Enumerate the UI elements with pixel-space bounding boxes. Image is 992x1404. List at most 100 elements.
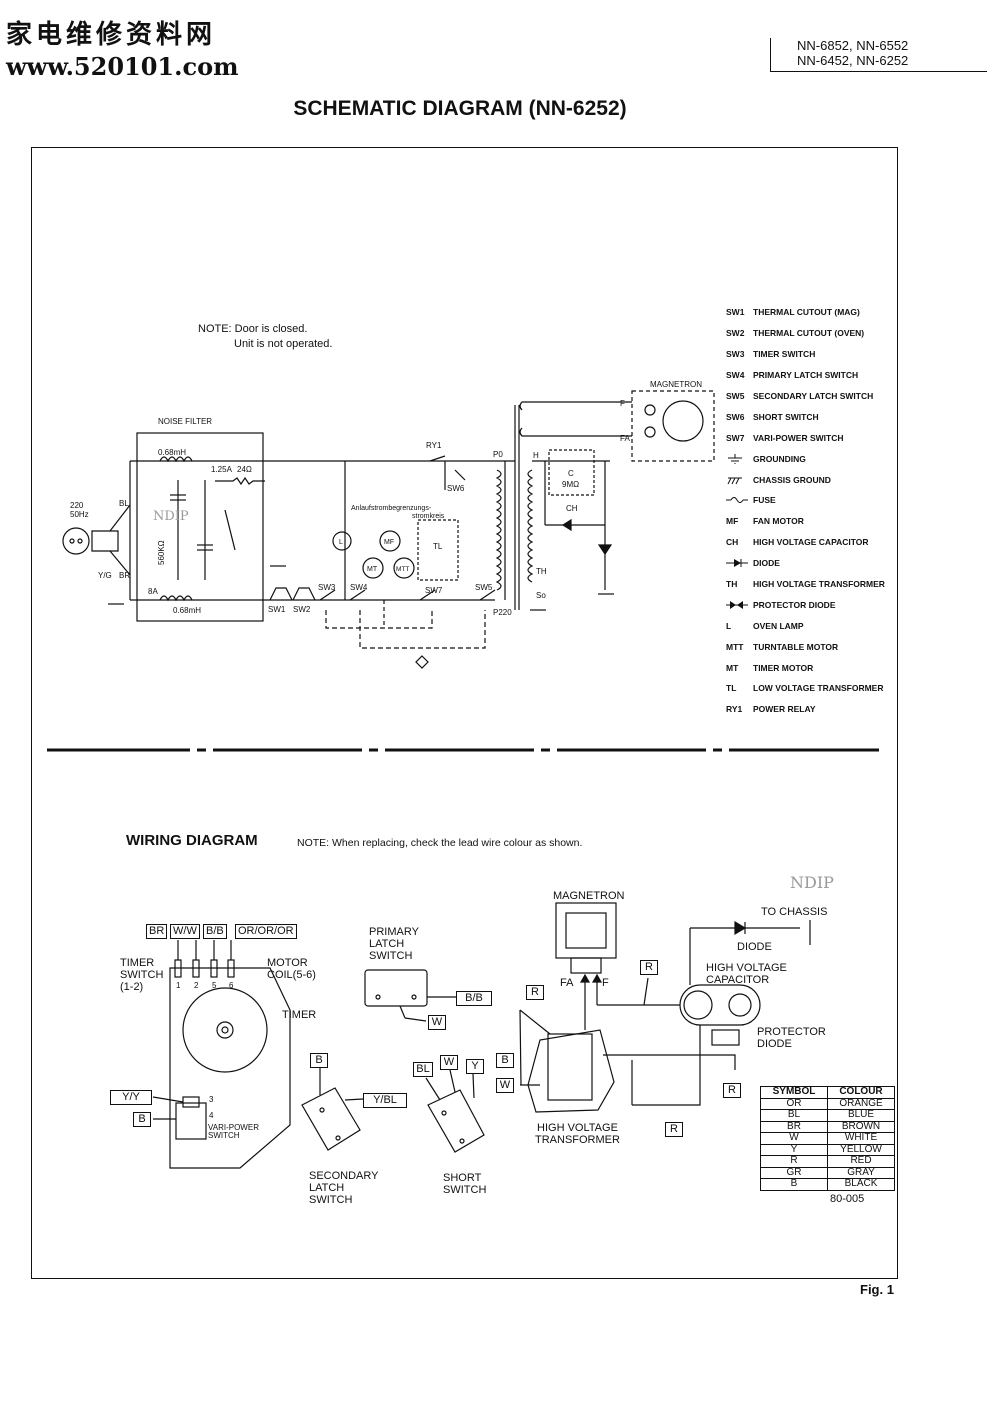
wire-box-y-short: Y xyxy=(466,1059,484,1074)
magnetron-unit xyxy=(555,902,617,959)
legend-text: TIMER SWITCH xyxy=(753,349,816,360)
lbl-ch: CH xyxy=(566,504,578,513)
low-voltage-transformer-box xyxy=(417,519,459,581)
colour-name-cell: BLUE xyxy=(827,1109,895,1122)
wire-box-ww: W/W xyxy=(170,924,200,939)
legend-code: TH xyxy=(726,579,738,590)
legend-text: LOW VOLTAGE TRANSFORMER xyxy=(753,683,884,694)
lbl-bl: BL xyxy=(119,499,129,508)
pin-3: 3 xyxy=(209,1095,214,1104)
legend-row: FUSE xyxy=(726,490,885,511)
protector-diode-line-1: PROTECTOR xyxy=(757,1026,826,1038)
wire-box-w-short: W xyxy=(440,1055,458,1070)
legend-row: PROTECTOR DIODE xyxy=(726,594,885,615)
legend-text: SECONDARY LATCH SWITCH xyxy=(753,391,874,401)
colour-header-symbol: SYMBOL xyxy=(760,1086,828,1099)
colour-symbol-cell: GR xyxy=(760,1166,828,1179)
timer-switch-label: TIMER SWITCH (1-2) xyxy=(120,957,163,993)
hv-capacitor-box xyxy=(548,449,595,496)
primary-latch-label: PRIMARY LATCH SWITCH xyxy=(369,926,419,962)
wire-box-b-transformer: B xyxy=(496,1053,514,1068)
secondary-latch-line-1: SECONDARY xyxy=(309,1170,379,1182)
lbl-bleeder: 560KΩ xyxy=(157,540,166,565)
legend-code: SW4 xyxy=(726,370,745,381)
legend-text: GROUNDING xyxy=(753,453,806,464)
note-line-2: Unit is not operated. xyxy=(234,338,333,350)
diode-icon xyxy=(726,558,753,568)
lbl-so: So xyxy=(536,591,546,600)
watermark-url: www.520101.com xyxy=(6,52,239,81)
legend-code: TL xyxy=(726,683,737,694)
magnetron-label: MAGNETRON xyxy=(553,890,625,902)
legend-code: SW7 xyxy=(726,432,745,443)
timer-switch-line-1: TIMER xyxy=(120,957,155,969)
wiring-note: NOTE: When replacing, check the lead wir… xyxy=(297,837,583,849)
colour-symbol-cell: OR xyxy=(760,1097,828,1110)
timer-dial xyxy=(182,987,268,1073)
primary-latch-line-1: PRIMARY xyxy=(369,926,419,938)
ndip-watermark-2: NDIP xyxy=(790,873,834,892)
legend-text: OVEN LAMP xyxy=(753,620,804,631)
legend-code: SW2 xyxy=(726,328,745,339)
primary-latch-switch xyxy=(364,969,428,1007)
legend-code: SW6 xyxy=(726,411,745,422)
hv-capacitor-label: HIGH VOLTAGE CAPACITOR xyxy=(706,962,787,986)
lbl-sw3: SW3 xyxy=(318,583,336,592)
sw2-switch xyxy=(292,587,316,601)
wire-box-b-secondary: B xyxy=(310,1053,328,1068)
wiring-title: WIRING DIAGRAM xyxy=(126,832,258,849)
lbl-sw4: SW4 xyxy=(350,583,368,592)
lbl-sw5: SW5 xyxy=(475,583,493,592)
lbl-supply: 220 xyxy=(70,501,84,510)
wire-box-bl-short: BL xyxy=(413,1062,433,1077)
lbl-magnetron: MAGNETRON xyxy=(650,380,702,389)
figure-label: Fig. 1 xyxy=(860,1282,894,1297)
fa-label: FA xyxy=(560,977,574,989)
legend-code: RY1 xyxy=(726,704,743,715)
motor-coil-line-1: MOTOR xyxy=(267,957,308,969)
lbl-sw6: SW6 xyxy=(447,484,465,493)
lbl-mf: MF xyxy=(384,539,394,546)
lbl-noise-filter: NOISE FILTER xyxy=(158,417,212,426)
drawing-number: 80-005 xyxy=(830,1193,865,1205)
lbl-yg: Y/G xyxy=(98,571,112,580)
legend-row: SW7 VARI-POWER SWITCH xyxy=(726,427,885,448)
pin-5: 5 xyxy=(212,981,217,990)
wire-box-or: OR/OR/OR xyxy=(235,924,297,939)
motor-coil-label: MOTOR COIL(5-6) xyxy=(267,957,316,981)
legend-text: POWER RELAY xyxy=(753,704,816,715)
legend-row: CHASSIS GROUND xyxy=(726,469,885,490)
legend-text: FUSE xyxy=(753,495,776,506)
ground-icon xyxy=(726,453,753,464)
wire-box-r-3: R xyxy=(723,1083,741,1098)
wire-box-bb-primary: B/B xyxy=(456,991,492,1006)
timer-label: TIMER xyxy=(282,1009,317,1021)
to-chassis-label: TO CHASSIS xyxy=(761,906,828,918)
page-title: SCHEMATIC DIAGRAM (NN-6252) xyxy=(293,97,627,120)
legend-text: VARI-POWER SWITCH xyxy=(753,432,844,443)
legend-text: PROTECTOR DIODE xyxy=(753,599,836,610)
model-line-1: NN-6852, NN-6552 xyxy=(797,38,909,53)
lbl-resistor: 24Ω xyxy=(237,465,252,474)
chassis-ground-icon xyxy=(726,475,753,485)
colour-symbol-cell: B xyxy=(760,1178,828,1191)
legend-code: SW5 xyxy=(726,391,745,401)
lbl-inrush2: stromkreis xyxy=(412,513,445,520)
primary-latch-line-3: SWITCH xyxy=(369,950,413,962)
secondary-latch-switch xyxy=(301,1087,361,1151)
